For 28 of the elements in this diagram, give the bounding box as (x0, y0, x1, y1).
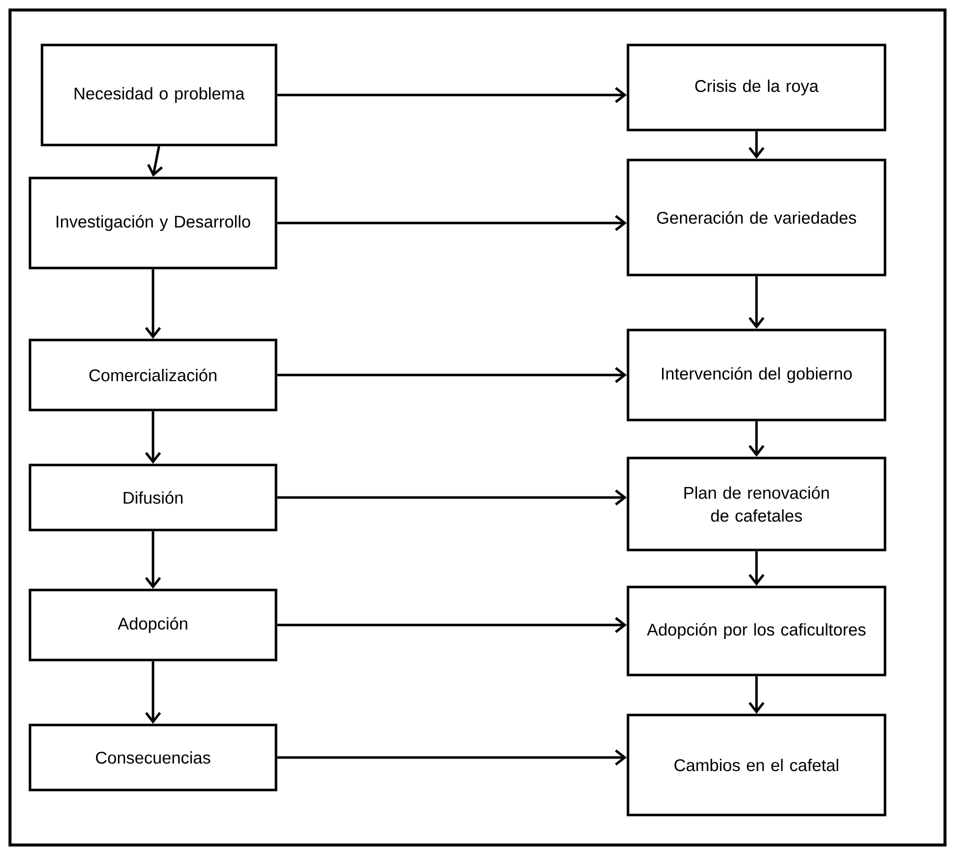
process-box: Crisis de la roya (626, 44, 886, 132)
process-box: Comercialización (28, 338, 278, 412)
process-box: Difusión (28, 464, 278, 532)
process-box: Consecuencias (28, 724, 278, 792)
process-box: Generación de variedades (626, 158, 886, 276)
arrow (145, 531, 161, 589)
process-box: Adopción por los caficultores (626, 586, 886, 676)
arrow (748, 131, 764, 159)
arrow (748, 551, 764, 586)
arrow (147, 146, 163, 177)
arrow (277, 490, 627, 506)
arrow (748, 276, 764, 329)
arrow (277, 215, 627, 231)
process-box: Plan de renovación de cafetales (626, 456, 886, 552)
process-box: Intervención del gobierno (626, 328, 886, 422)
arrow (145, 269, 161, 339)
arrow (277, 750, 627, 766)
arrow (145, 661, 161, 724)
process-box: Cambios en el cafetal (626, 714, 886, 816)
arrow (748, 676, 764, 714)
arrow (145, 411, 161, 464)
arrow (277, 617, 627, 633)
arrow (748, 421, 764, 457)
process-box: Investigación y Desarrollo (28, 176, 278, 270)
arrow (277, 367, 627, 383)
process-box: Necesidad o problema (40, 44, 278, 146)
arrow (277, 87, 627, 103)
process-box: Adopción (28, 588, 278, 662)
